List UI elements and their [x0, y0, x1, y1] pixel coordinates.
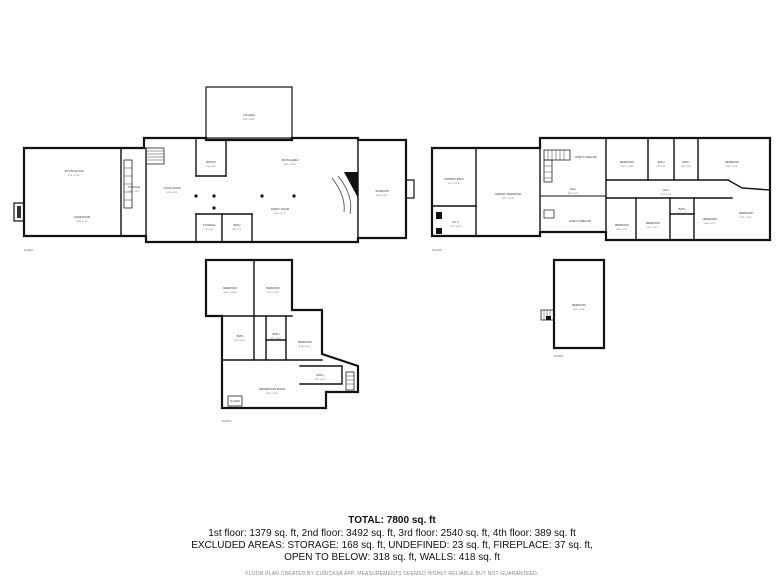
- room-primary-bath-dims: 12'7" x 11'6": [448, 183, 460, 185]
- room-bedroom-2-name: BEDROOM: [266, 286, 279, 290]
- room-game-room-name: GAME ROOM: [74, 215, 90, 219]
- room-bedroom-f-name: BEDROOM: [739, 211, 752, 215]
- room-primary-bath-name: PRIMARY BATH: [444, 177, 463, 181]
- room-bath-a-dims: 7'8" x 5'6": [656, 166, 666, 168]
- room-bath-b-dims: 6'8" x 5'6": [681, 166, 691, 168]
- room-bath-3-name: BATH: [317, 373, 324, 377]
- room-bath-b-name: BATH: [683, 160, 690, 164]
- third-floor-plan: BEDROOM 14'0" x 14'10" BEDROOM 10'1" x 1…: [204, 258, 360, 423]
- room-bedroom-f-dims: 15'7" x 18'1": [740, 217, 752, 219]
- room-bedroom-3-dims: 13'8" x 16'7": [299, 346, 311, 348]
- room-storage-left-name: STORAGE: [128, 185, 141, 189]
- room-pantry-dims: 7'8" x 5'6": [206, 166, 216, 168]
- room-storage-small-dims: 7'8" x 4'7": [204, 229, 214, 231]
- fourth-floor-plan: BEDROOM 23'7" x 24'3" 4th floor: [540, 258, 606, 358]
- room-bedroom-1-dims: 14'0" x 14'10": [223, 292, 236, 294]
- room-bedroom-2-dims: 10'1" x 15'1": [267, 292, 279, 294]
- room-family-room-dims: 18'0" x 17'7": [274, 213, 286, 215]
- room-kitchen-ext-name: KITCHEN: [243, 113, 255, 117]
- room-living-room-name: LIVING ROOM: [163, 186, 180, 190]
- room-bath-name: BATH: [234, 223, 241, 227]
- room-game-room-dims: 20'8" x 7'0": [77, 221, 88, 223]
- room-bedroom-3-name: BEDROOM: [298, 340, 311, 344]
- total-area: TOTAL: 7800 sq. ft: [348, 515, 436, 526]
- room-bath-c-dims: 6'3" x 4'1": [677, 213, 687, 215]
- room-wic-name: W.I.C.: [452, 220, 459, 224]
- room-storage-small-name: STORAGE: [203, 223, 216, 227]
- room-bath-1-dims: 10'6" x 10'2": [234, 340, 246, 342]
- room-bedroom-d-dims: 10'7" x 11'7": [647, 227, 659, 229]
- room-bedroom-e-dims: 10'0" x 11'7": [704, 223, 716, 225]
- room-bath-2-name: BATH: [273, 332, 280, 336]
- floor-label-first: 1st floor: [24, 248, 33, 252]
- room-open-below-mid: OPEN TO BELOW: [569, 219, 591, 223]
- room-bath-dims: 8'3" x 7'1": [232, 229, 242, 231]
- room-pantry-name: PANTRY: [206, 160, 217, 164]
- excluded-areas-line1: EXCLUDED AREAS: STORAGE: 168 sq. ft, UND…: [191, 540, 593, 551]
- room-sunroom-dims: 13'4" x 20'7": [376, 195, 388, 197]
- room-dining-area-name: DINING AREA: [282, 158, 299, 162]
- second-floor-plan: PRIMARY BATH 12'7" x 11'6" W.I.C. 12'2" …: [430, 136, 772, 252]
- room-bedroom-d-name: BEDROOM: [646, 221, 659, 225]
- room-bedroom-e-name: BEDROOM: [703, 217, 716, 221]
- room-hall-dims: 10'3" x 6'8": [568, 193, 579, 195]
- room-living-room-dims: 15'4" x 20'1": [166, 192, 178, 194]
- room-wic-dims: 12'2" x 5'6": [451, 226, 462, 228]
- room-family-room-name: FAMILY ROOM: [271, 207, 289, 211]
- room-bath-3-dims: 14'0" x 6'4": [315, 379, 326, 381]
- floor-label-third: 3rd floor: [222, 419, 232, 423]
- room-kitchen-ext-dims: 34'8" x 16'8": [243, 119, 255, 121]
- room-fourth-bedroom-dims: 23'7" x 24'3": [573, 309, 585, 311]
- room-hall-b-dims: 20'3" x 3'4": [661, 194, 672, 196]
- room-hall-name: HALL: [570, 187, 577, 191]
- room-bath-2-dims: 5'1" x 4'10": [271, 338, 282, 340]
- room-storage-left-dims: 6'1" x 11'5": [129, 191, 140, 193]
- room-sitting-room-name: SITTING ROOM: [64, 169, 83, 173]
- room-primary-bedroom-name: PRIMARY BEDROOM: [495, 192, 521, 196]
- room-bedroom-a-name: BEDROOM: [620, 160, 633, 164]
- room-recreation-room-name: RECREATION ROOM: [259, 387, 285, 391]
- floor-area-breakdown: 1st floor: 1379 sq. ft, 2nd floor: 3492 …: [208, 528, 576, 539]
- room-primary-bedroom-dims: 19'7" x 16'8": [502, 198, 514, 200]
- excluded-areas-line2: OPEN TO BELOW: 318 sq. ft, WALLS: 418 sq…: [284, 552, 500, 563]
- room-bedroom-b-dims: 20'2" x 13'8": [726, 166, 738, 168]
- floor-label-fourth: 4th floor: [554, 354, 564, 358]
- room-bedroom-1-name: BEDROOM: [223, 286, 236, 290]
- room-bath-a-name: BATH: [658, 160, 665, 164]
- room-bath-1-name: BATH: [237, 334, 244, 338]
- room-bath-c-name: BATH: [679, 207, 686, 211]
- floor-label-second: 2nd floor: [432, 248, 442, 252]
- room-bedroom-c-dims: 10'4" x 11'7": [616, 229, 628, 231]
- room-hall-b-name: HALL: [663, 188, 670, 192]
- room-dining-area-dims: 18'9" x 11'10": [283, 164, 296, 166]
- first-floor-plan: SITTING ROOM 22'0" x 13'4" GAME ROOM 20'…: [13, 86, 415, 252]
- room-open-below-top: OPEN TO BELOW: [575, 155, 597, 159]
- room-sunroom-name: SUNROOM: [375, 189, 389, 193]
- room-recreation-room-dims: 34'9" x 17'8": [266, 393, 278, 395]
- room-fourth-bedroom-name: BEDROOM: [572, 303, 585, 307]
- room-sitting-room-dims: 22'0" x 13'4": [68, 175, 80, 177]
- room-bedroom-c-name: BEDROOM: [615, 223, 628, 227]
- room-bedroom-b-name: BEDROOM: [725, 160, 738, 164]
- disclaimer-text: FLOOR PLAN CREATED BY CUBICASA APP. MEAS…: [245, 571, 539, 577]
- room-bedroom-a-dims: 12'10" x 10'6": [620, 166, 633, 168]
- room-closet-name: CLOSET: [230, 399, 241, 403]
